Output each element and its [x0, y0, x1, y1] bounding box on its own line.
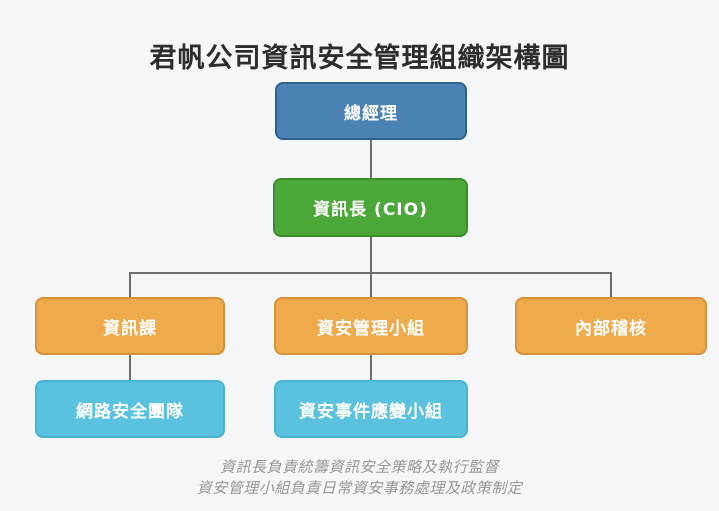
node-label: 內部稽核 [575, 318, 647, 339]
node-cio: 資訊長 (CIO) [273, 178, 468, 237]
node-general-manager: 總經理 [275, 82, 467, 140]
node-security-management-team: 資安管理小組 [274, 297, 468, 355]
connector-it-to-network [129, 355, 131, 380]
node-it-section: 資訊課 [35, 297, 225, 355]
node-label: 資安事件應變小組 [299, 401, 443, 422]
connector-cio-to-secteam [370, 237, 372, 297]
node-label: 資訊課 [103, 318, 157, 339]
node-label: 資訊長 (CIO) [313, 200, 428, 220]
connector-secteam-to-incident [370, 355, 372, 380]
footer-notes: 資訊長負責統籌資訊安全策略及執行監督 資安管理小組負責日常資安事務處理及政策制定 [0, 457, 719, 499]
node-incident-response-team: 資安事件應變小組 [274, 380, 468, 438]
node-label: 網路安全團隊 [76, 401, 184, 422]
footer-note-cio: 資訊長負責統籌資訊安全策略及執行監督 [219, 458, 499, 476]
node-internal-audit: 內部稽核 [515, 297, 707, 355]
node-label: 總經理 [344, 103, 398, 124]
node-label: 資安管理小組 [317, 318, 425, 339]
footer-note-secteam: 資安管理小組負責日常資安事務處理及政策制定 [196, 479, 523, 497]
connector-horizontal-bus [129, 272, 612, 274]
page-title: 君帆公司資訊安全管理組織架構圖 [149, 43, 570, 75]
connector-bus-to-audit [610, 272, 612, 297]
connector-bus-to-it [129, 272, 131, 297]
connector-gm-to-cio [370, 140, 372, 178]
node-network-security-team: 網路安全團隊 [35, 380, 225, 438]
